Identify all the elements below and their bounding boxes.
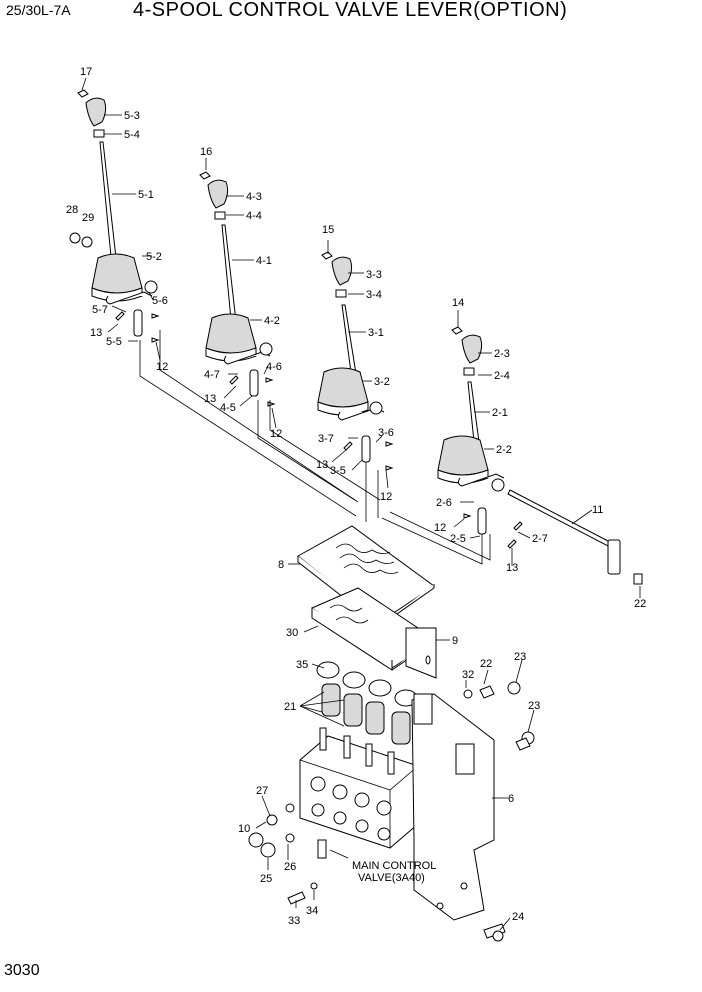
callout-21: 21: [284, 701, 296, 713]
callout-15: 15: [322, 224, 334, 236]
callout-26: 26: [284, 861, 296, 873]
page-number: 3030: [4, 962, 40, 979]
callout-29: 29: [82, 212, 94, 224]
callout-12-a: 12: [156, 361, 168, 373]
callout-17: 17: [80, 66, 92, 78]
callout-12-c: 12: [380, 491, 392, 503]
callout-4-6: 4-6: [266, 361, 282, 373]
callout-5-5: 5-5: [106, 336, 122, 348]
callout-28: 28: [66, 204, 78, 216]
main-control-valve-note-2: VALVE(3A40): [358, 872, 425, 884]
callout-12-b: 12: [270, 428, 282, 440]
callout-30: 30: [286, 627, 298, 639]
callout-22-b: 22: [480, 658, 492, 670]
callout-6: 6: [508, 793, 514, 805]
callout-3-5: 3-5: [330, 465, 346, 477]
main-control-valve: [299, 727, 419, 859]
callout-2-2: 2-2: [496, 444, 512, 456]
callout-22-a: 22: [634, 598, 646, 610]
callout-4-2: 4-2: [264, 315, 280, 327]
page-title: 4-SPOOL CONTROL VALVE LEVER(OPTION): [133, 0, 568, 21]
callout-3-4: 3-4: [366, 289, 382, 301]
callout-11: 11: [592, 504, 603, 516]
lever-assembly-2: [437, 326, 643, 585]
lever-assembly-5: [69, 89, 160, 343]
callout-5-4: 5-4: [124, 129, 140, 141]
callout-9: 9: [452, 635, 458, 647]
hardware: [248, 681, 535, 942]
callout-5-7: 5-7: [92, 304, 108, 316]
callout-3-1: 3-1: [368, 327, 384, 339]
main-control-valve-note-1: MAIN CONTROL: [352, 860, 436, 872]
callout-23-a: 23: [514, 651, 526, 663]
callout-13-b: 13: [204, 393, 216, 405]
callout-35: 35: [296, 659, 308, 671]
callout-5-1: 5-1: [138, 189, 154, 201]
boots-35-21: [316, 661, 418, 745]
callout-23-b: 23: [528, 700, 540, 712]
callout-5-3: 5-3: [124, 110, 140, 122]
callout-27: 27: [256, 785, 268, 797]
linkage-guide-lines: [139, 330, 491, 565]
callout-3-3: 3-3: [366, 269, 382, 281]
callout-2-6: 2-6: [436, 497, 452, 509]
callout-4-4: 4-4: [246, 210, 262, 222]
callout-2-5: 2-5: [450, 533, 466, 545]
callout-24: 24: [512, 911, 524, 923]
callout-13-c: 13: [316, 459, 328, 471]
callout-4-7: 4-7: [204, 369, 220, 381]
callout-13-d: 13: [506, 562, 518, 574]
callout-2-1: 2-1: [492, 407, 508, 419]
callout-3-6: 3-6: [378, 427, 394, 439]
callout-3-7: 3-7: [318, 433, 334, 445]
callout-5-6: 5-6: [152, 295, 168, 307]
callout-14: 14: [452, 297, 464, 309]
callout-4-3: 4-3: [246, 191, 262, 203]
callout-labels: 17 5-3 5-4 5-1 28 29 5-2 5-6 5-7 13 5-5 …: [66, 66, 646, 927]
callout-12-d: 12: [434, 522, 446, 534]
callout-16: 16: [200, 146, 212, 158]
mounting-bracket-6: [411, 693, 495, 921]
callout-4-5: 4-5: [220, 402, 236, 414]
callout-32: 32: [462, 669, 474, 681]
callout-33: 33: [288, 915, 300, 927]
leader-lines: [81, 77, 641, 931]
callout-8: 8: [278, 559, 284, 571]
callout-34: 34: [306, 905, 318, 917]
bracket-9: [311, 587, 437, 679]
callout-3-2: 3-2: [374, 376, 390, 388]
lever-assembly-4: [199, 171, 276, 407]
callout-10: 10: [238, 823, 250, 835]
callout-5-2: 5-2: [146, 251, 162, 263]
callout-2-7: 2-7: [532, 533, 548, 545]
callout-13-a: 13: [90, 327, 102, 339]
lever-assembly-3: [317, 251, 394, 471]
callout-25: 25: [260, 873, 272, 885]
callout-4-1: 4-1: [256, 255, 272, 267]
callout-2-4: 2-4: [494, 370, 510, 382]
model-code: 25/30L-7A: [6, 2, 71, 18]
callout-2-3: 2-3: [494, 348, 510, 360]
